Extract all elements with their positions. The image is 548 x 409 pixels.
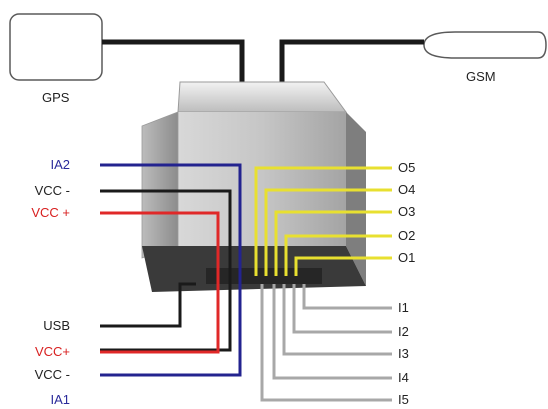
label-i2: I2 [398,324,409,339]
tracker-enclosure [141,81,366,292]
label-o1: O1 [398,250,416,265]
wire-o2 [284,234,392,276]
label-ia2: IA2 [50,157,70,172]
label-i3: I3 [398,346,409,361]
wire-o3 [274,210,392,276]
label-i4: I4 [398,370,409,385]
wire-o1 [294,256,392,276]
gps-antenna [9,13,103,81]
wire-i1 [302,284,392,310]
label-vcc-plus-bottom: VCC+ [34,344,70,359]
label-vcc-minus-top: VCC - [34,183,70,198]
wire-o4 [264,188,392,276]
label-ia1: IA1 [50,392,70,407]
gps-label: GPS [42,90,70,105]
label-o2: O2 [398,228,416,243]
gps-cable [102,39,245,82]
wire-vcc-plus [100,211,220,354]
label-o5: O5 [398,160,416,175]
wire-i4 [272,284,392,380]
wire-o5 [254,166,392,276]
gsm-antenna [423,31,547,59]
wire-i3 [282,284,392,356]
label-vcc-plus-top: VCC + [31,205,70,220]
label-i5: I5 [398,392,409,407]
label-i1: I1 [398,300,409,315]
wire-ia2 [100,163,242,377]
wire-i2 [292,284,392,334]
label-vcc-minus-bottom: VCC - [34,367,70,382]
label-usb: USB [43,318,70,333]
wire-i5 [260,284,392,402]
wire-vcc-minus [100,189,232,352]
label-o3: O3 [398,204,416,219]
gsm-label: GSM [466,69,496,84]
label-o4: O4 [398,182,416,197]
wire-usb [100,282,196,328]
gsm-cable [279,39,424,82]
